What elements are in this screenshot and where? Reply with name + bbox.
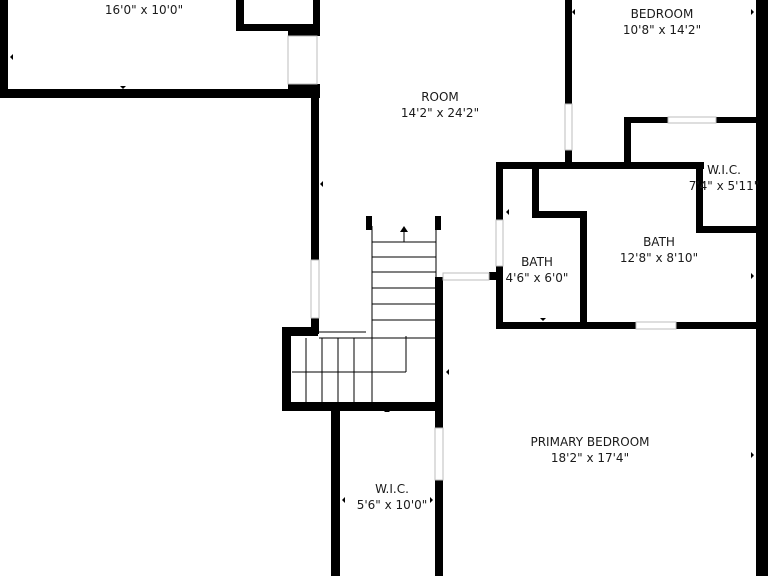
- wall: [288, 28, 320, 36]
- door: [564, 103, 573, 151]
- room-dims: 10'8" x 14'2": [622, 23, 702, 37]
- room-name: PRIMARY BEDROOM: [530, 435, 650, 449]
- room-name: W.I.C.: [707, 163, 741, 177]
- wall: [311, 84, 319, 260]
- wall: [435, 216, 441, 230]
- wall: [435, 402, 443, 428]
- room-label-bedroom: BEDROOM 10'8" x 14'2": [623, 6, 701, 38]
- wall: [716, 117, 761, 123]
- dimension-ticks: [10, 9, 754, 503]
- wall: [565, 150, 572, 164]
- room-dims: 7'4" x 5'11": [688, 179, 760, 193]
- wall: [282, 327, 318, 336]
- room-name: ROOM: [421, 90, 459, 104]
- wall: [496, 162, 503, 220]
- wall: [496, 266, 503, 328]
- wall: [236, 24, 320, 31]
- wall: [532, 211, 586, 218]
- door: [635, 321, 677, 330]
- wall: [282, 327, 291, 411]
- room-dims: 16'0" x 10'0": [104, 3, 184, 17]
- wall: [624, 117, 631, 169]
- room-name: BEDROOM: [630, 7, 694, 21]
- staircase: [292, 226, 437, 402]
- wall: [0, 89, 318, 98]
- room-dims: 12'8" x 8'10": [619, 251, 699, 265]
- wall: [580, 211, 587, 328]
- door: [442, 272, 490, 281]
- wall: [435, 480, 443, 576]
- wall: [366, 216, 372, 230]
- room-dims: 4'6" x 6'0": [505, 271, 569, 285]
- wall: [435, 277, 443, 411]
- room-label-room: ROOM 14'2" x 24'2": [401, 89, 479, 121]
- wall: [676, 322, 761, 329]
- wall: [331, 402, 340, 576]
- wall: [624, 117, 668, 123]
- room-label-bath-small: BATH 4'6" x 6'0": [506, 254, 569, 286]
- wall: [311, 318, 319, 334]
- room-label-top-left: 16'0" x 10'0": [105, 2, 183, 18]
- stair-arrow-icon: [400, 226, 408, 232]
- door: [287, 35, 318, 85]
- room-name: BATH: [521, 255, 553, 269]
- room-name: W.I.C.: [375, 482, 409, 496]
- room-label-wic-right: W.I.C. 7'4" x 5'11": [689, 162, 760, 194]
- room-dims: 5'6" x 10'0": [356, 498, 428, 512]
- wall: [696, 162, 703, 232]
- wall: [313, 0, 320, 30]
- room-label-bath-large: BATH 12'8" x 8'10": [620, 234, 698, 266]
- door: [434, 427, 444, 481]
- wall: [489, 272, 503, 280]
- door: [667, 116, 717, 124]
- door: [310, 259, 320, 319]
- door: [495, 219, 504, 267]
- wall: [0, 0, 8, 98]
- room-label-primary-bedroom: PRIMARY BEDROOM 18'2" x 17'4": [530, 434, 649, 466]
- wall: [282, 402, 440, 411]
- wall: [236, 0, 244, 30]
- wall: [532, 162, 539, 216]
- wall: [696, 226, 761, 233]
- room-name: BATH: [643, 235, 675, 249]
- wall: [756, 0, 768, 576]
- wall: [496, 162, 704, 169]
- room-label-wic-bottom: W.I.C. 5'6" x 10'0": [357, 481, 428, 513]
- wall: [496, 322, 636, 329]
- wall: [565, 0, 572, 104]
- room-dims: 14'2" x 24'2": [400, 106, 480, 120]
- room-dims: 18'2" x 17'4": [550, 451, 630, 465]
- door-openings: [287, 35, 717, 481]
